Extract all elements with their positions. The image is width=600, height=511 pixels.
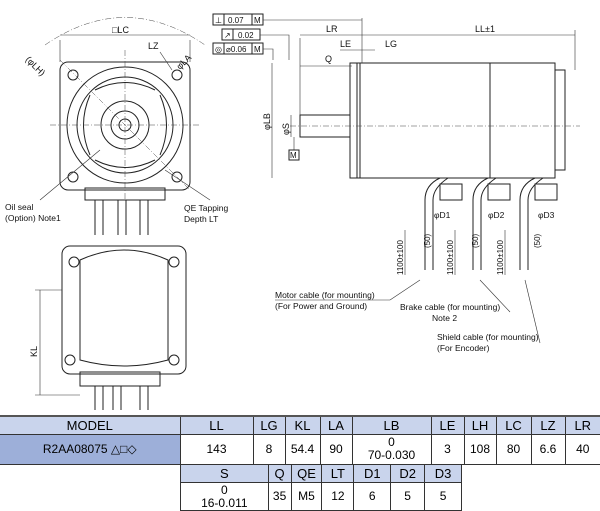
tolerance-frames: ⊥ 0.07 M ↗ 0.02 ◎ ⌀0.06 M — [212, 13, 362, 60]
header-d1: D1 — [353, 464, 392, 483]
dimension-label: Brake cable (for mounting) — [400, 302, 500, 312]
header-lb: LB — [351, 415, 432, 435]
value-q: 35 — [267, 482, 292, 511]
value-la: 90 — [319, 433, 353, 465]
header-d2: D2 — [390, 464, 426, 483]
dimension-label: (Option) Note1 — [5, 213, 61, 223]
header-lc: LC — [495, 415, 532, 435]
dimension-label: Motor cable (for mounting) — [275, 290, 375, 300]
header-d3: D3 — [424, 464, 462, 483]
dimension-label: Depth LT — [184, 214, 218, 224]
dimension-label: (For Power and Ground) — [275, 301, 367, 311]
header-lg: LG — [252, 415, 286, 435]
dimension-label: ◎ — [215, 45, 222, 54]
dimension-label: 1100±100 — [396, 240, 405, 275]
value-lg: 8 — [252, 433, 286, 465]
header-qe: QE — [290, 464, 323, 483]
header-s: S — [180, 464, 269, 483]
cable-connectors — [424, 177, 558, 270]
value-ll: 143 — [179, 433, 254, 465]
lb-value: 70-0.030 — [367, 448, 416, 462]
dimension-label: Q — [325, 54, 332, 64]
dimension-label: 0.07 — [228, 16, 244, 25]
dimension-label: φD3 — [538, 210, 555, 220]
header-le: LE — [430, 415, 465, 435]
dimension-label: (φLH) — [24, 54, 48, 78]
dimension-label: φD2 — [488, 210, 505, 220]
dimension-label: Shield cable (for mounting) — [437, 332, 539, 342]
dimension-label: (50) — [533, 233, 542, 248]
value-lr: 40 — [564, 433, 600, 465]
dimension-label: M — [290, 151, 297, 160]
header-ll: LL — [179, 415, 254, 435]
dimension-label: 1100±100 — [496, 240, 505, 275]
dimension-label: LL±1 — [475, 24, 495, 34]
dimension-label: LG — [385, 39, 397, 49]
mounting-hole-icons — [67, 69, 183, 183]
value-lz: 6.6 — [530, 433, 566, 465]
dimension-label: φS — [281, 123, 291, 135]
rear-view: KL — [29, 245, 187, 410]
dimension-label: Note 2 — [432, 313, 457, 323]
value-lt: 12 — [321, 482, 355, 511]
s-upper-tol: 0 — [220, 482, 228, 497]
dimension-label: ↗ — [224, 31, 231, 40]
dimension-label: M — [254, 45, 261, 54]
header-lt: LT — [321, 464, 355, 483]
dimension-label: □LC — [112, 25, 129, 35]
dimension-label: LR — [326, 24, 338, 34]
header-kl: KL — [284, 415, 321, 435]
dimension-label: Oil seal — [5, 202, 33, 212]
dimension-label: 0.02 — [238, 31, 254, 40]
model-cell: R2AA08075 △□◇ — [0, 433, 181, 465]
dimension-label: QE Tapping — [184, 203, 229, 213]
value-kl: 54.4 — [284, 433, 321, 465]
dimension-label: (50) — [423, 233, 432, 248]
dimension-label: KL — [29, 346, 39, 357]
header-la: LA — [319, 415, 353, 435]
motor-dimension-drawing: □LC LZ φLA (φLH) Oil seal (Option) Note1… — [5, 13, 580, 410]
value-qe: M5 — [290, 482, 323, 511]
s-value: 16-0.011 — [201, 495, 248, 510]
dimension-label: M — [254, 16, 261, 25]
header-lr: LR — [564, 415, 600, 435]
header-lh: LH — [463, 415, 497, 435]
lb-upper-tol: 0 — [388, 435, 395, 449]
dimension-label: LZ — [148, 41, 159, 51]
header-lz: LZ — [530, 415, 566, 435]
dimension-label: LE — [340, 39, 351, 49]
header-q: Q — [267, 464, 292, 483]
value-le: 3 — [430, 433, 465, 465]
dimension-label: φLA — [174, 52, 193, 71]
dimension-label: (50) — [471, 233, 480, 248]
header-model: MODEL — [0, 415, 181, 435]
dimension-label: ⊥ — [215, 16, 222, 25]
dimension-label: φLB — [262, 113, 272, 130]
dimension-label: φD1 — [434, 210, 451, 220]
value-d1: 6 — [353, 482, 392, 511]
dimension-table-main: MODEL LL LG KL LA LB LE LH LC LZ LR R2AA… — [0, 415, 600, 465]
value-d2: 5 — [390, 482, 426, 511]
value-lh: 108 — [463, 433, 497, 465]
dimension-label: (For Encoder) — [437, 343, 490, 353]
value-d3: 5 — [424, 482, 462, 511]
dimension-label: 1100±100 — [446, 240, 455, 275]
value-lc: 80 — [495, 433, 532, 465]
dimension-label: ⌀0.06 — [226, 45, 247, 54]
front-view: □LC LZ φLA (φLH) Oil seal (Option) Note1… — [5, 17, 229, 235]
side-view: LR LL±1 LE LG Q φLB φS M ⊥ 0.07 M ↗ 0.02… — [212, 13, 580, 353]
